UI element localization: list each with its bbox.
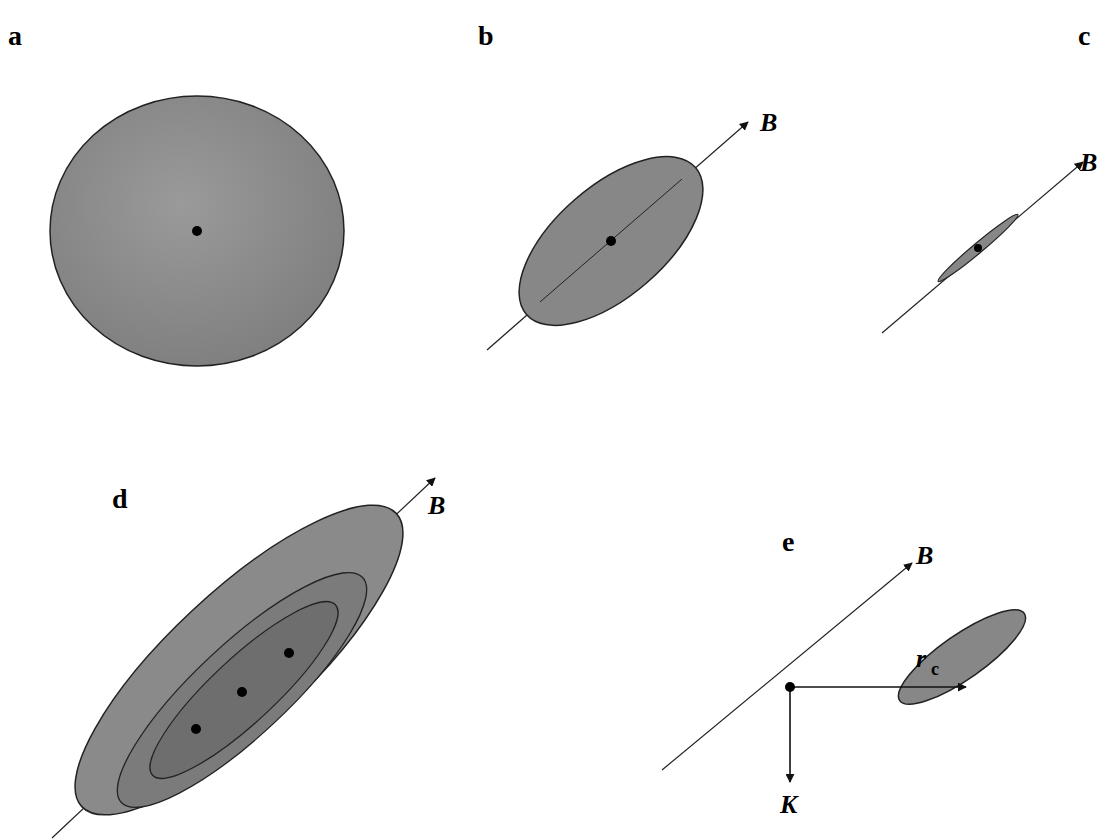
panel-letter: a (8, 22, 22, 50)
field-label: B (760, 110, 777, 136)
ellipsoid (490, 126, 731, 356)
field-label: B (428, 493, 445, 519)
vector-label: K (780, 792, 797, 818)
center-dot (237, 687, 247, 697)
panel-letter: b (478, 22, 494, 50)
field-label: B (1080, 150, 1097, 176)
ellipsoid-middle (90, 544, 394, 836)
rc-vector (790, 686, 966, 688)
displaced-ellipsoid (887, 595, 1037, 718)
vector-label: r (916, 646, 926, 672)
ellipsoid-inner (131, 581, 357, 798)
center-dot (606, 236, 616, 246)
center-dot (284, 648, 294, 658)
field-axis (662, 563, 912, 770)
center-dot (192, 226, 202, 236)
sphere-distribution (50, 96, 344, 366)
center-dot (191, 724, 201, 734)
thin-ellipsoid (935, 211, 1021, 286)
field-axis (540, 179, 682, 302)
panel-letter: e (782, 528, 794, 556)
field-label: B (916, 543, 933, 569)
center-dot (974, 244, 982, 252)
panel-letter: c (1078, 22, 1090, 50)
subscript-label: c (931, 660, 939, 678)
ellipsoid-outer (35, 464, 442, 840)
field-axis (882, 162, 1083, 333)
origin-dot (785, 682, 795, 692)
k-vector (789, 687, 791, 782)
panel-letter: d (112, 485, 128, 513)
